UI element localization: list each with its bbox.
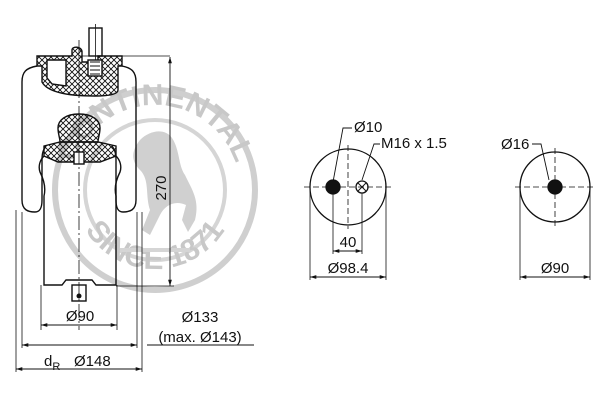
side-view (15, 24, 254, 372)
height-270-label: 270 (153, 175, 170, 200)
thread-m16-label: M16 x 1.5 (381, 135, 447, 152)
pin-hole-icon (325, 179, 341, 195)
top-plate-view (304, 127, 392, 280)
mounting-hole-icon (547, 179, 563, 195)
side-view-labels: 270 Ø90 Ø133 (max. Ø143) dR Ø148 (44, 175, 242, 373)
dr-label: dR (44, 353, 60, 373)
threaded-hole-icon (355, 180, 369, 194)
plate-diameter-90-label: Ø90 (541, 260, 569, 277)
plate-diameter-98-label: Ø98.4 (328, 260, 369, 277)
bottom-plate-view (515, 143, 596, 280)
diameter-133-label: Ø133 (182, 309, 219, 326)
top-plate-labels: Ø10 M16 x 1.5 40 Ø98.4 (328, 119, 447, 277)
diameter-148-label: Ø148 (74, 353, 111, 370)
pin-diameter-10-label: Ø10 (354, 119, 382, 136)
bottom-plate-labels: Ø16 Ø90 (501, 136, 569, 277)
spacing-40-label: 40 (340, 234, 357, 251)
horse-icon (133, 131, 197, 235)
diameter-max-143-label: (max. Ø143) (158, 329, 241, 346)
piston-diameter-90-label: Ø90 (66, 308, 94, 325)
hole-diameter-16-label: Ø16 (501, 136, 529, 153)
